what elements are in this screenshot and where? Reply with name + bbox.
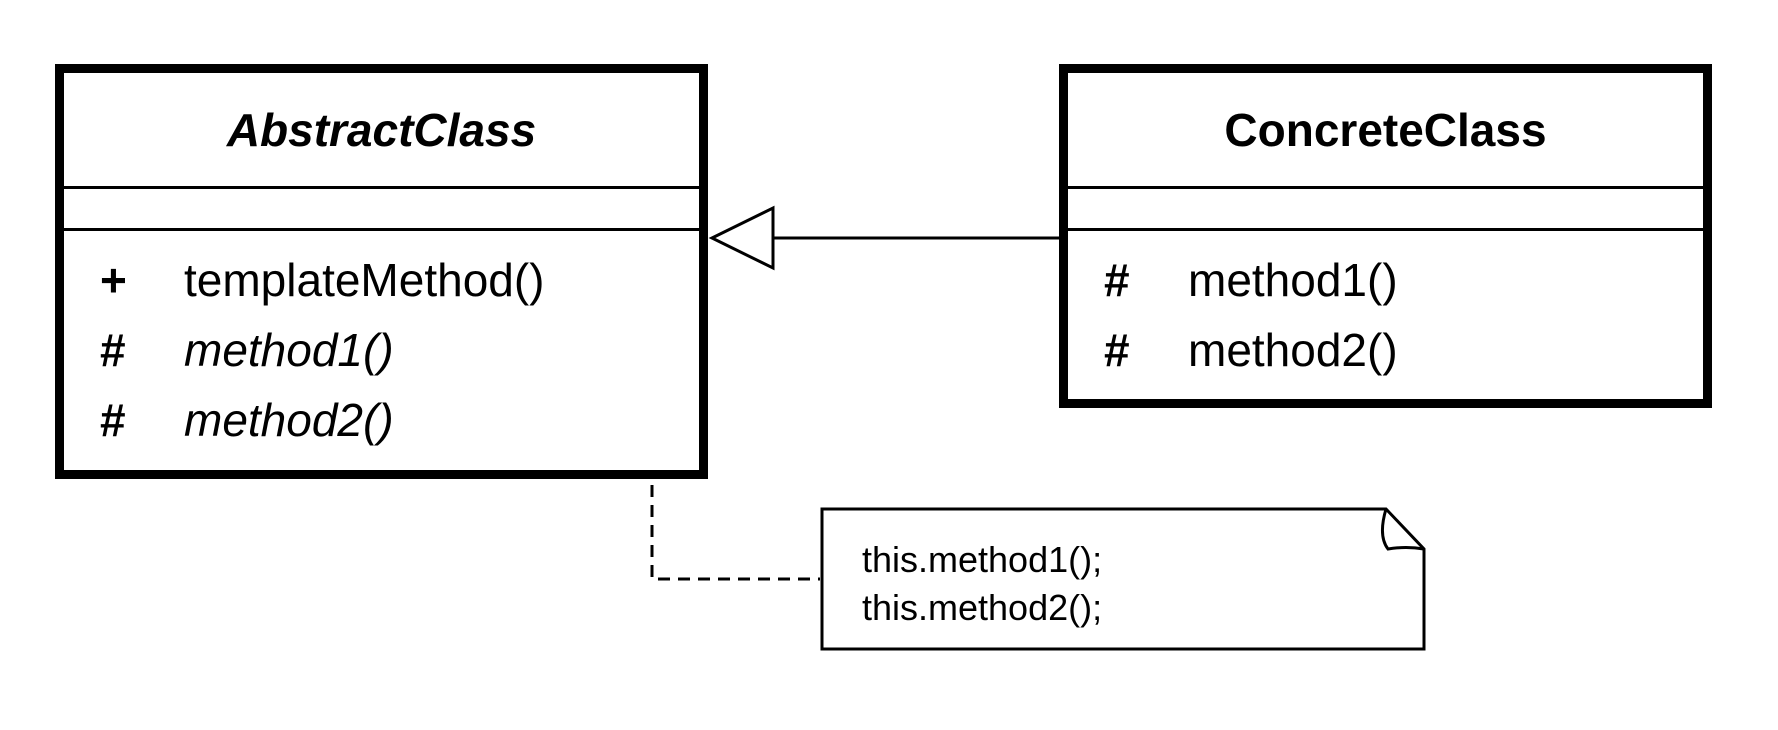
abstract-class-methods: + templateMethod() # method1() # method2… bbox=[64, 231, 699, 455]
note: this.method1(); this.method2(); bbox=[820, 507, 1426, 651]
concrete-class-box: ConcreteClass # method1() # method2() bbox=[1059, 64, 1712, 408]
method-row: # method1() bbox=[1068, 245, 1703, 315]
method-name: method2() bbox=[1188, 324, 1398, 376]
method-name: method1() bbox=[184, 324, 394, 376]
generalization-arrowhead bbox=[708, 205, 775, 271]
method-row: # method2() bbox=[1068, 315, 1703, 385]
abstract-class-attributes bbox=[64, 189, 699, 231]
method-name: templateMethod() bbox=[184, 254, 545, 306]
note-fold bbox=[1381, 508, 1425, 551]
concrete-class-attributes bbox=[1068, 189, 1703, 231]
method-row: # method1() bbox=[64, 315, 699, 385]
abstract-class-box: AbstractClass + templateMethod() # metho… bbox=[55, 64, 708, 479]
note-line: this.method2(); bbox=[862, 587, 1103, 628]
abstract-class-name: AbstractClass bbox=[64, 73, 699, 189]
visibility-protected: # bbox=[1104, 254, 1130, 306]
note-line: this.method1(); bbox=[862, 539, 1103, 580]
visibility-protected: # bbox=[100, 324, 126, 376]
visibility-protected: # bbox=[1104, 324, 1130, 376]
note-shape bbox=[820, 507, 1426, 651]
method-row: + templateMethod() bbox=[64, 245, 699, 315]
method-name: method1() bbox=[1188, 254, 1398, 306]
concrete-class-name: ConcreteClass bbox=[1068, 73, 1703, 189]
concrete-class-methods: # method1() # method2() bbox=[1068, 231, 1703, 385]
method-name: method2() bbox=[184, 394, 394, 446]
visibility-public: + bbox=[100, 254, 127, 306]
method-row: # method2() bbox=[64, 385, 699, 455]
visibility-protected: # bbox=[100, 394, 126, 446]
